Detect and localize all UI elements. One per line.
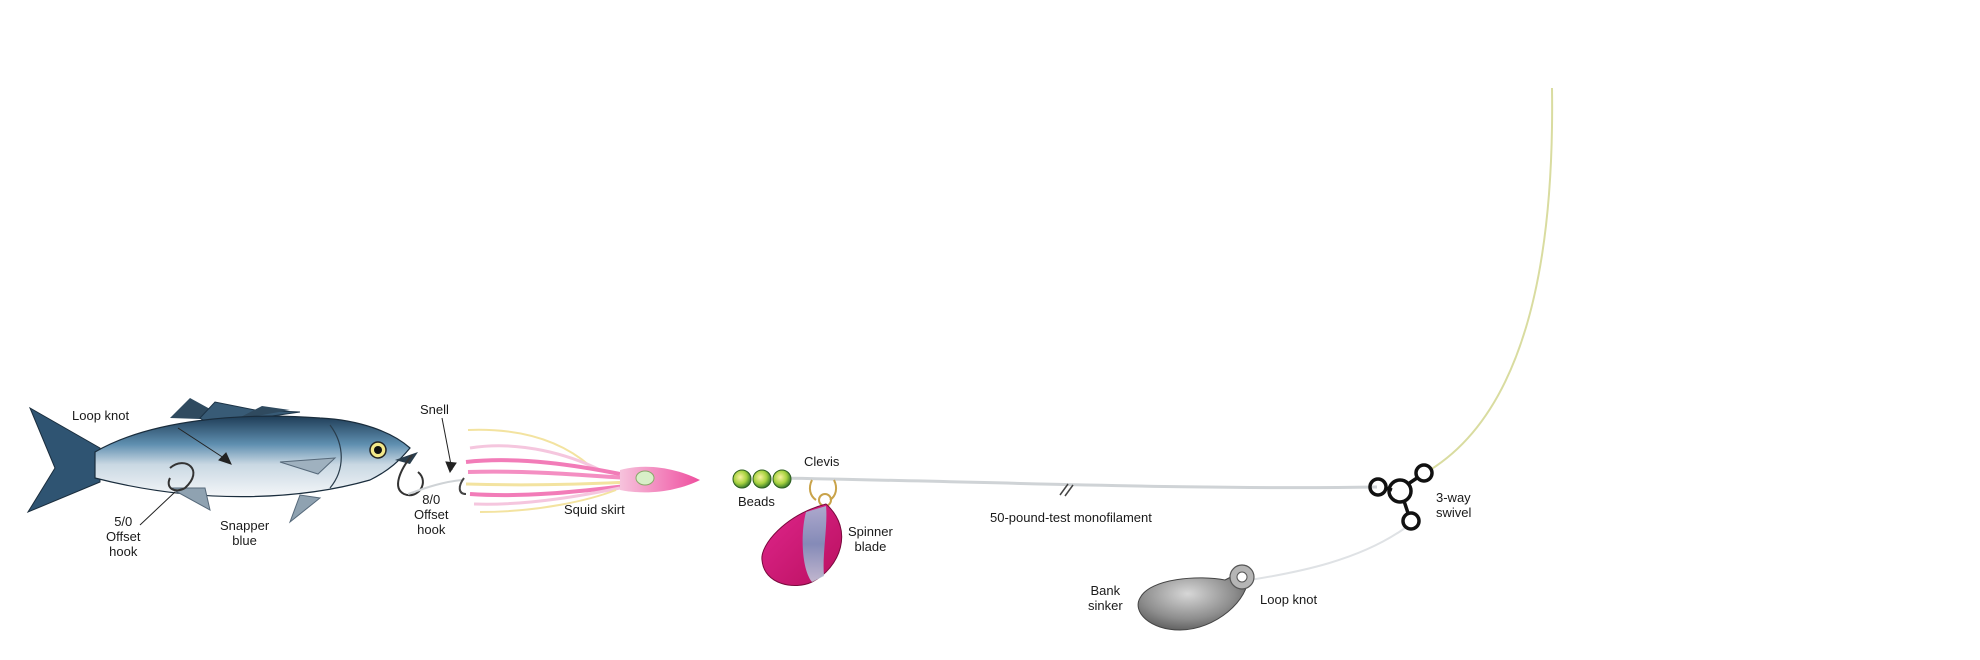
bank-sinker-line-2: sinker <box>1088 598 1123 613</box>
three-way-swivel-label: 3-way swivel <box>1436 490 1471 520</box>
three-way-swivel-line-1: 3-way <box>1436 490 1471 505</box>
main-line <box>779 476 1378 490</box>
three-way-swivel-line-2: swivel <box>1436 505 1472 520</box>
offset-hook-5-0-line-3: hook <box>109 544 138 559</box>
sinker-line <box>1249 527 1406 581</box>
snapper-blue-fish <box>26 398 424 524</box>
label-leader-lines <box>139 417 457 526</box>
offset-hook-5-0-line-2: Offset <box>106 529 141 544</box>
snapper-blue-label: Snapper blue <box>220 518 269 548</box>
clevis-label: Clevis <box>804 454 840 469</box>
spinner-blade-shape <box>761 479 843 586</box>
snapper-blue-line-2: blue <box>232 533 257 548</box>
beads-label: Beads <box>738 494 775 509</box>
offset-hook-5-0-label: 5/0 Offset hook <box>106 514 140 559</box>
loop-knot-sinker-label: Loop knot <box>1260 592 1318 607</box>
offset-hook-8-0-line-2: Offset <box>414 507 449 522</box>
loop-knot-fish-label: Loop knot <box>72 408 130 423</box>
offset-hook-8-0-label: 8/0 Offset hook <box>414 492 448 537</box>
spinner-blade-line-1: Spinner <box>848 524 893 539</box>
spinner-blade-label: Spinner blade <box>848 524 893 554</box>
bank-sinker-line-1: Bank <box>1090 583 1121 598</box>
snell-label: Snell <box>420 402 449 417</box>
offset-hook-8-0-line-1: 8/0 <box>422 492 441 507</box>
three-way-swivel-shape <box>1368 463 1434 531</box>
monofilament-label: 50-pound-test monofilament <box>990 510 1152 525</box>
beads-shape <box>732 469 792 489</box>
line-break-mark <box>1059 483 1074 497</box>
bank-sinker-shape <box>1137 564 1255 631</box>
offset-hook-5-0-line-1: 5/0 <box>114 514 133 529</box>
offset-hook-8-0-shape <box>458 477 467 495</box>
bank-sinker-label: Bank sinker <box>1088 583 1123 613</box>
snapper-blue-line-1: Snapper <box>220 518 270 533</box>
squid-skirt-label: Squid skirt <box>564 502 625 517</box>
upper-line <box>1429 87 1554 471</box>
snell-leader <box>407 479 463 495</box>
offset-hook-8-0-line-3: hook <box>417 522 446 537</box>
squid-skirt-shape <box>465 428 700 513</box>
spinner-blade-line-2: blade <box>854 539 887 554</box>
